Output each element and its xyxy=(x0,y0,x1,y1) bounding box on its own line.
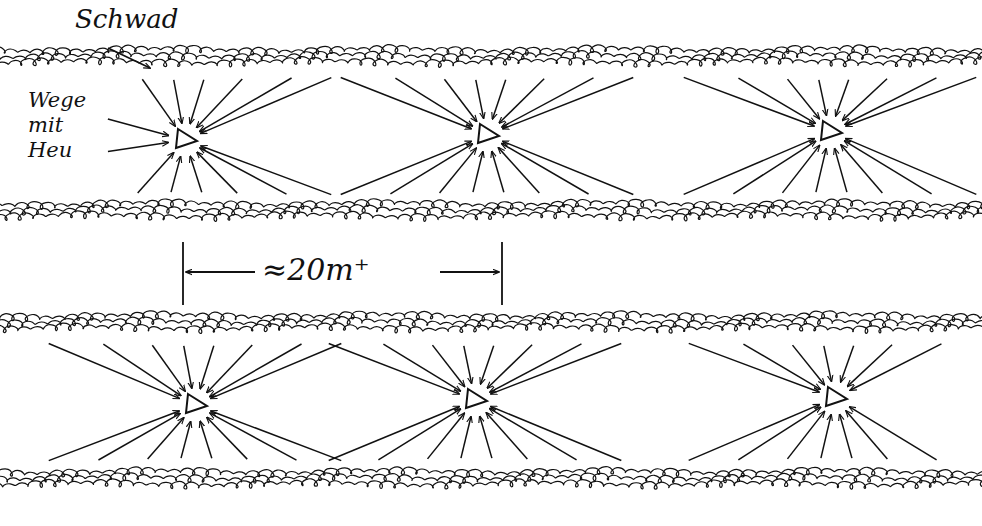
swath-label: Schwad xyxy=(75,4,179,35)
hay-path-arrow xyxy=(211,344,342,399)
hay-path-arrow xyxy=(329,406,460,460)
hay-path-arrow xyxy=(432,345,464,386)
hay-path-arrow xyxy=(200,346,214,389)
leader-arrow xyxy=(108,48,150,68)
hay-path-arrow xyxy=(490,344,581,392)
hay-path-arrow xyxy=(841,346,854,382)
hay-path-arrow xyxy=(480,416,492,458)
hay-path-arrow xyxy=(850,344,941,390)
hay-path-arrow xyxy=(174,80,182,123)
dimension-line xyxy=(108,48,502,305)
hay-path-arrow xyxy=(440,148,477,193)
hay-path-arrow xyxy=(491,406,622,460)
hay-path-arrow xyxy=(492,80,505,119)
hay-path-arrow xyxy=(492,151,504,192)
hay-path-arrow xyxy=(503,77,633,128)
hay-path-arrow xyxy=(444,79,476,121)
hay-path-arrow xyxy=(684,139,815,195)
hay-path-arrow xyxy=(793,345,825,385)
hay-path-arrow xyxy=(835,148,847,192)
dimension-tick xyxy=(501,242,503,305)
hay-path-arrow xyxy=(824,346,832,381)
hay-path-arrow xyxy=(490,409,577,460)
hay-heap xyxy=(821,121,842,140)
hay-path-arrow xyxy=(464,346,472,383)
swath-texture xyxy=(0,317,982,328)
hay-path-arrow xyxy=(738,407,820,460)
hay-path-arrow xyxy=(200,78,292,131)
hay-path-arrow xyxy=(845,78,936,124)
hay-path-arrow xyxy=(201,146,331,195)
hay-path-arrow xyxy=(190,80,204,124)
hay-heap xyxy=(466,389,487,408)
hay-path-arrow xyxy=(845,141,932,194)
hay-path-arrow xyxy=(190,156,202,192)
hay-path-arrow xyxy=(200,421,212,458)
hay-path-arrow xyxy=(142,79,175,126)
hay-path-arrow xyxy=(491,343,621,393)
hay-path-arrow xyxy=(152,345,185,391)
swath-texture xyxy=(0,57,982,68)
hay-path-arrow xyxy=(108,119,169,135)
hay-path-arrow xyxy=(846,77,976,126)
hay-path-arrow xyxy=(733,141,815,194)
hay-path-arrow xyxy=(341,141,472,194)
swath-texture xyxy=(0,211,982,222)
swath-texture xyxy=(0,479,982,491)
hay-path-arrow xyxy=(210,413,297,460)
hay-path-arrow xyxy=(787,411,824,458)
hay-path-arrow xyxy=(461,417,471,459)
hay-path-arrow xyxy=(108,142,168,151)
hay-heaps xyxy=(176,121,847,413)
dimension-arrow xyxy=(440,271,499,273)
hay-path-arrow xyxy=(428,413,465,459)
hay-path-arrow xyxy=(689,405,820,461)
hay-swaths xyxy=(0,45,982,492)
hay-path-arrow xyxy=(171,156,181,192)
hay-path-arrow xyxy=(181,421,191,458)
hay-heap xyxy=(478,124,499,143)
hay-path-arrow xyxy=(210,344,302,397)
dimension-label: ≈20m⁺ xyxy=(262,252,370,288)
hay-path-arrow xyxy=(378,409,460,460)
hay-path-arrow xyxy=(743,344,820,389)
hay-path-arrow xyxy=(503,141,634,194)
hay-paths xyxy=(49,77,977,460)
hay-path-arrow xyxy=(816,149,826,193)
hay-path-arrow xyxy=(782,145,819,192)
hay-path-arrow xyxy=(138,153,174,193)
hay-path-arrow xyxy=(850,407,937,460)
hay-path-arrow xyxy=(184,346,192,388)
hay-heap xyxy=(176,129,197,148)
hay-path-arrow xyxy=(836,80,849,116)
paths-label: Wege mit Heu xyxy=(28,88,98,164)
hay-path-arrow xyxy=(840,414,852,458)
hay-path-arrow xyxy=(502,78,593,127)
hay-path-arrow xyxy=(502,144,589,194)
hay-path-arrow xyxy=(211,411,341,461)
hay-path-arrow xyxy=(788,79,820,119)
hay-path-arrow xyxy=(738,78,815,123)
hay-path-arrow xyxy=(819,80,827,115)
hay-path-arrow xyxy=(476,80,484,118)
hay-path-arrow xyxy=(473,152,483,193)
hay-path-arrow xyxy=(49,411,179,461)
hay-path-arrow xyxy=(481,346,494,384)
hay-path-arrow xyxy=(846,139,977,195)
hay-path-arrow xyxy=(148,418,184,459)
hay-path-arrow xyxy=(201,78,332,134)
swath-texture xyxy=(0,323,982,335)
hay-path-arrow xyxy=(207,417,247,459)
hay-path-arrow xyxy=(197,152,237,193)
dimension-arrow xyxy=(186,271,255,273)
hay-heap xyxy=(826,387,847,406)
dimension-tick xyxy=(182,242,184,305)
hay-heap xyxy=(186,394,207,413)
hay-path-arrow xyxy=(200,148,286,194)
hay-path-arrow xyxy=(821,415,831,459)
